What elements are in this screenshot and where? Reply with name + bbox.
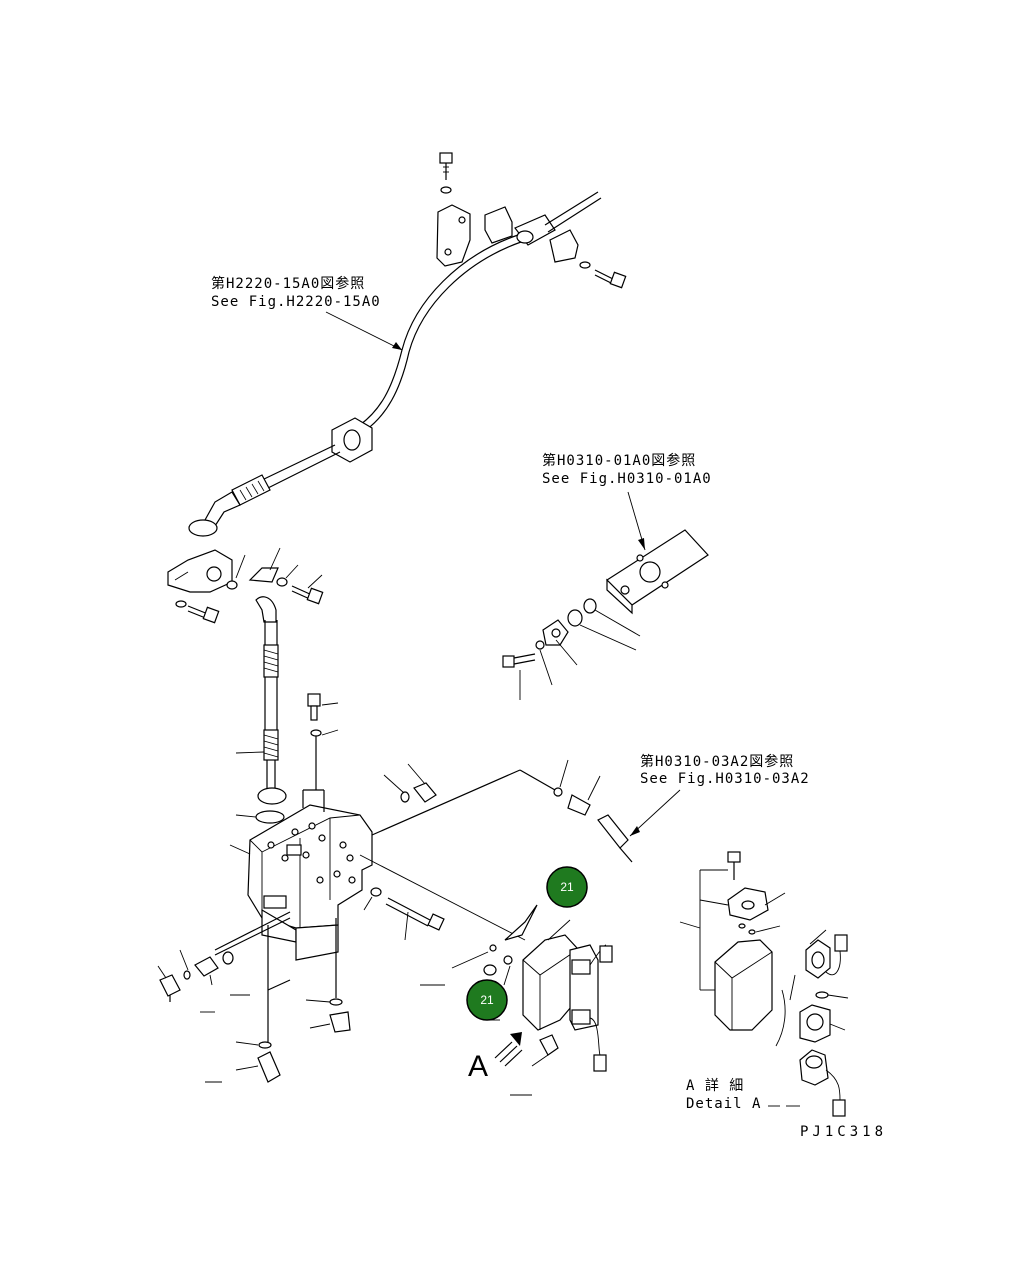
- flange-plate-group: [502, 491, 709, 700]
- callout-badge-upper[interactable]: 21: [546, 866, 588, 908]
- detail-a-assembly: [679, 851, 849, 1117]
- ref-label-3-jp: 第H0310-03A2図参照: [640, 753, 794, 770]
- callout-text-lower: 21: [480, 993, 494, 1007]
- solenoid-valve-center: [359, 854, 613, 1072]
- elbow-fitting-upper: [383, 763, 437, 803]
- ref-label-1-jp: 第H2220-15A0図参照: [211, 275, 365, 292]
- ref-label-1-en: See Fig.H2220-15A0: [211, 294, 381, 310]
- vertical-hose: [235, 596, 287, 805]
- view-marker-letter: A: [468, 1050, 488, 1083]
- right-pipe: [371, 759, 681, 863]
- ref-label-2-jp: 第H0310-01A0図参照: [542, 452, 696, 469]
- callout-badge-lower[interactable]: 21: [466, 979, 508, 1021]
- bottom-left-fittings: [157, 911, 532, 1096]
- long-bolt: [363, 887, 445, 941]
- left-flange-group: [167, 547, 324, 624]
- detail-label-jp: A 詳 細: [686, 1078, 744, 1094]
- callout-circle-upper: [546, 866, 588, 908]
- control-valve-block: [229, 789, 373, 961]
- callout-circle-lower: [466, 979, 508, 1021]
- view-a-arrow: [494, 1032, 523, 1067]
- o-ring-top: [255, 810, 285, 824]
- plug-fitting: [307, 693, 339, 790]
- top-clamp-assembly: [436, 152, 627, 289]
- ref-label-2-en: See Fig.H0310-01A0: [542, 471, 712, 487]
- detail-label-en: Detail A: [686, 1096, 761, 1112]
- drawing-id: PJ1C318: [800, 1124, 887, 1140]
- ref-label-3-en: See Fig.H0310-03A2: [640, 771, 810, 787]
- long-hose: [188, 234, 522, 537]
- callout-text-upper: 21: [560, 880, 574, 894]
